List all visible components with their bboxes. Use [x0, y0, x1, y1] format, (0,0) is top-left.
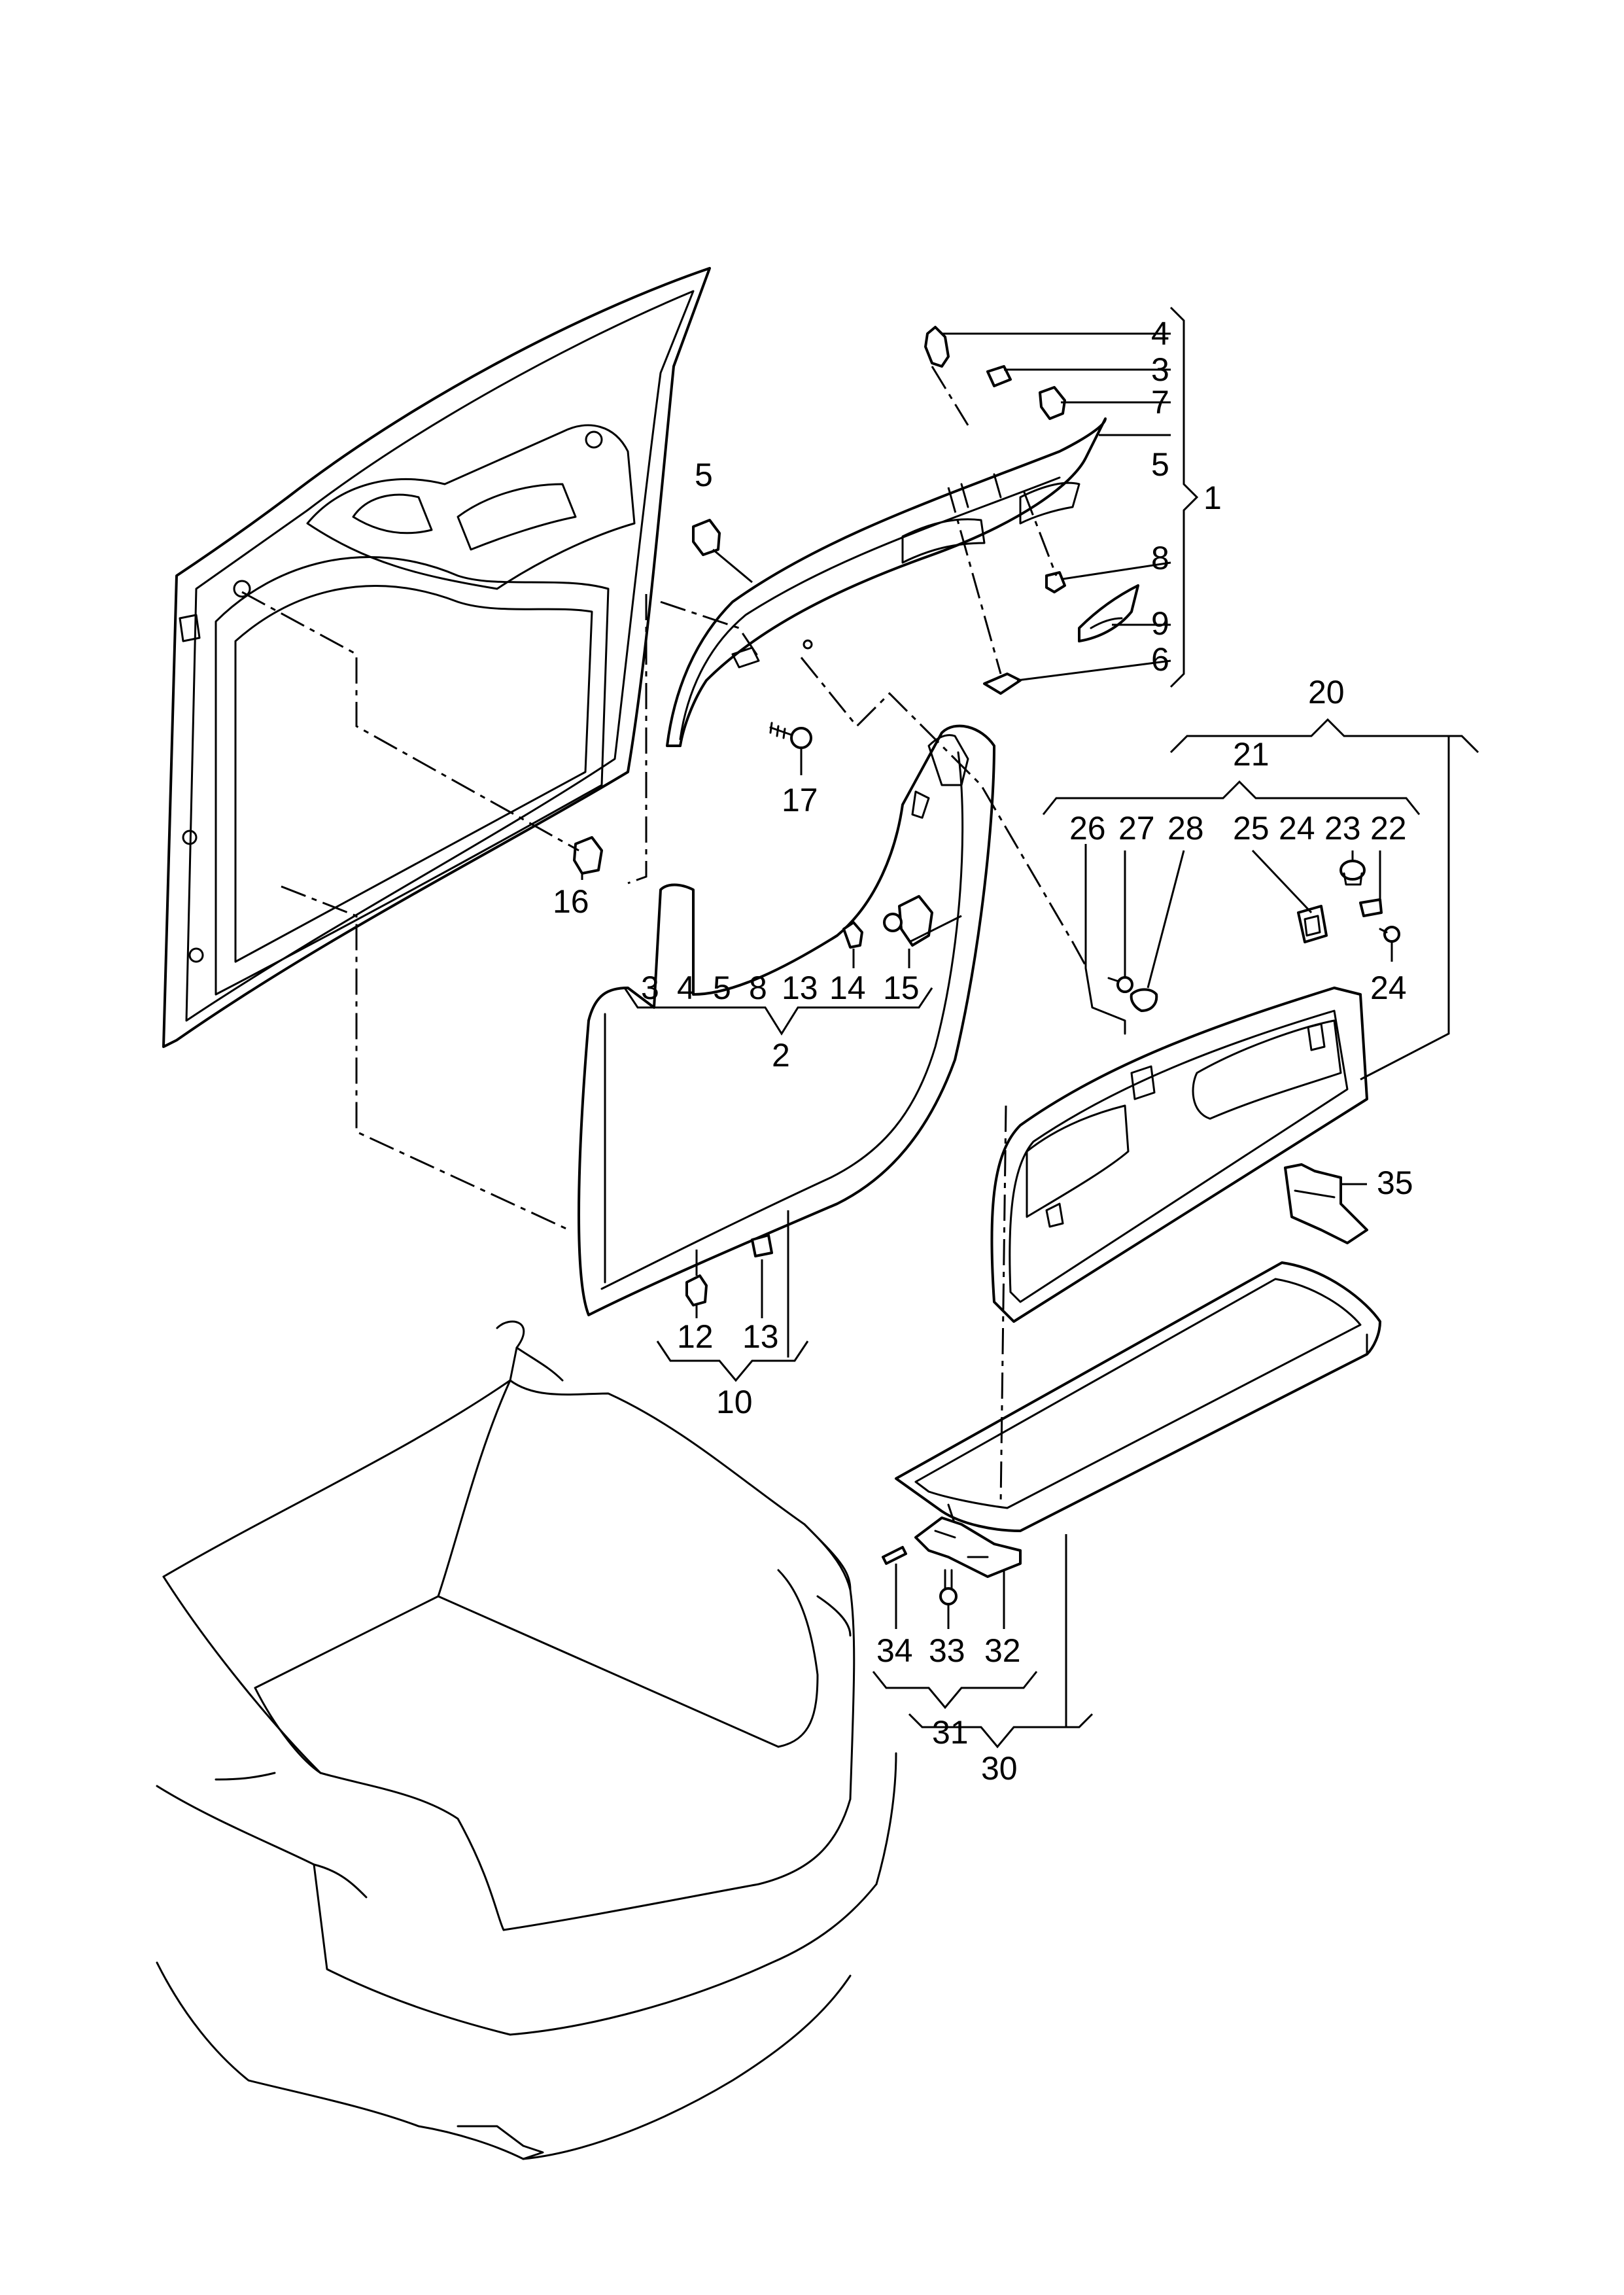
callout-21: 21 [1233, 736, 1270, 773]
hinge-bracket [914, 1516, 1022, 1578]
trunk-lid-shell [162, 267, 711, 1048]
lid-trim-panel [666, 417, 1107, 747]
callout-9: 9 [1151, 605, 1169, 642]
callout-26: 26 [1069, 810, 1106, 847]
callout-22: 22 [1370, 810, 1407, 847]
callout-4: 4 [1151, 315, 1169, 352]
assembly-lines [241, 366, 1088, 1505]
callout-33: 33 [929, 1632, 965, 1669]
callout-25: 25 [1233, 810, 1270, 847]
callout-15: 15 [883, 970, 920, 1006]
callout-34: 34 [876, 1632, 913, 1669]
car-rear-body [156, 1320, 897, 2160]
small-parts [573, 326, 1400, 1605]
callout-20: 20 [1308, 674, 1345, 710]
callout-6: 6 [1151, 641, 1169, 678]
callout-16: 16 [553, 883, 589, 920]
callout-5b: 5 [695, 457, 713, 493]
callout-24b: 24 [1370, 970, 1407, 1006]
callout-32: 32 [984, 1632, 1021, 1669]
callout-17: 17 [782, 782, 818, 818]
callout-5a: 5 [1151, 446, 1169, 483]
callout-2-4: 4 [677, 970, 695, 1006]
trunk-seal [578, 724, 995, 1316]
callout-8: 8 [1151, 540, 1169, 576]
group-brackets [623, 306, 1479, 1749]
callout-13: 13 [742, 1318, 779, 1355]
callout-14: 14 [829, 970, 866, 1006]
callout-31: 31 [932, 1714, 969, 1751]
callout-2-13: 13 [782, 970, 818, 1006]
luggage-floor-cover [895, 1261, 1381, 1532]
callout-30: 30 [981, 1750, 1018, 1787]
callout-7: 7 [1151, 384, 1169, 421]
callout-23: 23 [1324, 810, 1361, 847]
callout-2-5: 5 [713, 970, 731, 1006]
leader-lines [581, 332, 1450, 1727]
callout-2-3: 3 [641, 970, 659, 1006]
callout-35: 35 [1377, 1165, 1413, 1201]
callout-27: 27 [1118, 810, 1155, 847]
callout-1: 1 [1203, 480, 1222, 516]
callout-2: 2 [772, 1037, 790, 1074]
callout-3: 3 [1151, 351, 1169, 388]
callout-12: 12 [677, 1318, 714, 1355]
callout-24a: 24 [1279, 810, 1315, 847]
callout-labels: 4 3 7 5 1 8 9 6 5 17 16 3 4 5 8 13 14 15… [553, 315, 1413, 1787]
callout-10: 10 [716, 1384, 753, 1420]
callout-2-8: 8 [749, 970, 767, 1006]
parcel-shelf [990, 987, 1368, 1323]
callout-28: 28 [1167, 810, 1204, 847]
